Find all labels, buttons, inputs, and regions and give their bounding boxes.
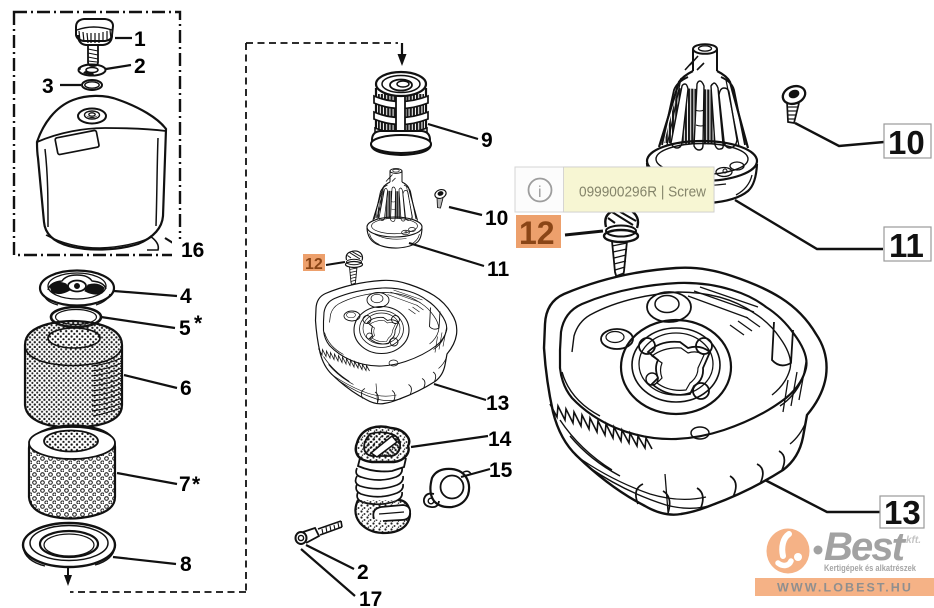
- svg-text:i: i: [538, 184, 542, 201]
- svg-text:16: 16: [181, 239, 204, 262]
- svg-text:*: *: [192, 473, 201, 496]
- svg-text:11: 11: [487, 258, 510, 281]
- svg-text:10: 10: [888, 124, 925, 161]
- svg-text:3: 3: [42, 75, 54, 98]
- svg-text:1: 1: [134, 28, 146, 51]
- svg-text:099900296R | Screw: 099900296R | Screw: [579, 185, 706, 201]
- svg-text:4: 4: [180, 285, 192, 308]
- svg-text:15: 15: [489, 459, 513, 482]
- svg-text:2: 2: [357, 561, 369, 584]
- svg-text:5: 5: [179, 317, 191, 340]
- svg-text:8: 8: [180, 553, 192, 576]
- svg-text:10: 10: [485, 207, 508, 230]
- svg-text:6: 6: [180, 377, 192, 400]
- svg-text:11: 11: [889, 227, 924, 264]
- svg-text:2: 2: [134, 55, 146, 78]
- svg-text:9: 9: [481, 129, 493, 152]
- svg-text:WWW.LOBEST.HU: WWW.LOBEST.HU: [777, 581, 913, 595]
- svg-text:Kertigépek és alkatrészek: Kertigépek és alkatrészek: [824, 563, 917, 573]
- svg-text:14: 14: [488, 428, 512, 451]
- svg-text:17: 17: [359, 588, 382, 608]
- svg-text:13: 13: [486, 392, 509, 415]
- svg-text:12: 12: [519, 215, 555, 251]
- svg-text:7: 7: [179, 473, 191, 496]
- svg-text:Best: Best: [824, 525, 907, 569]
- svg-text:*: *: [194, 312, 203, 335]
- svg-text:kft.: kft.: [906, 535, 921, 546]
- svg-text:12: 12: [305, 256, 323, 273]
- svg-text:13: 13: [884, 494, 921, 531]
